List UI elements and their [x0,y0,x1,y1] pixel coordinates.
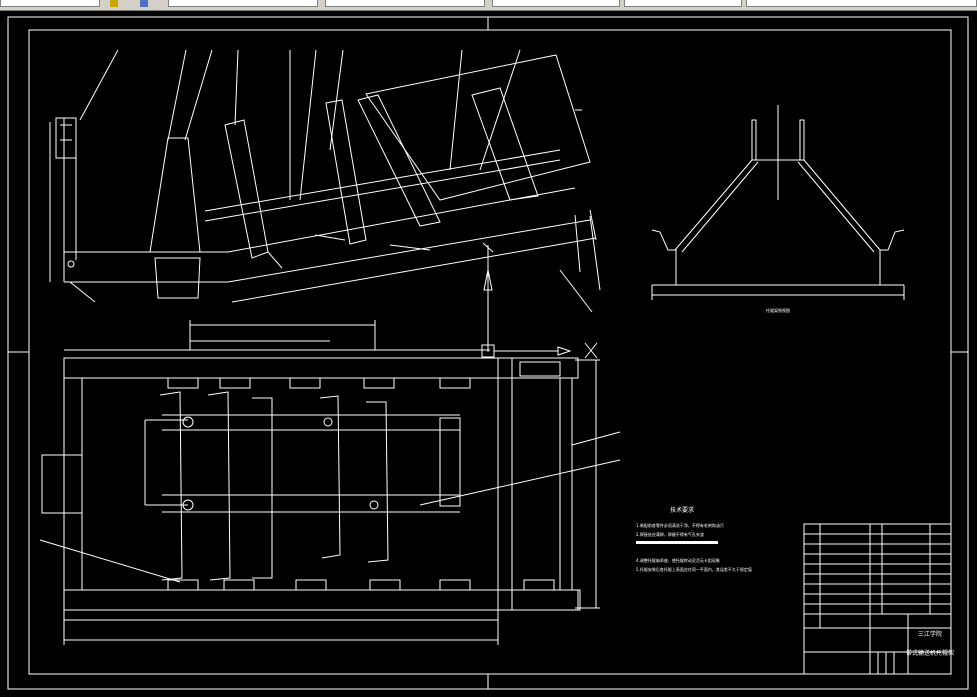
drawing-canvas[interactable]: 托辊架侧视图 [0,11,977,697]
title-block-school: 三江学院 [918,630,942,638]
title-block-title: 带式输送机托辊架 [906,649,954,657]
drawing-frame [7,16,969,690]
toolbar-field-4[interactable] [492,0,620,7]
tech-req-list: 1.装配前各零件必须清洗干净，不得有毛刺和油污 2.焊接处应满焊，焊缝不得有气孔… [636,522,752,572]
toolbar-field-5[interactable] [624,0,742,7]
tech-req-item-4: 4.调整托辊轴承座，使托辊转动灵活无卡阻现象 [636,557,720,563]
tech-req-item-2: 2.焊接处应满焊，焊缝不得有气孔夹渣 [636,531,704,537]
toolbar-field-6[interactable] [746,0,977,7]
tech-req-item-5: 5.托辊安装后各托辊上表面应在同一平面内，其误差不大于规定值 [636,566,752,572]
title-block [803,523,952,675]
toolbar-field-3[interactable] [325,0,485,7]
toolbar-field-1[interactable] [0,0,100,7]
section-caption: 托辊架侧视图 [766,307,790,313]
toolbar-field-2[interactable] [168,0,318,7]
layer-state-icon[interactable] [110,0,118,7]
side-view [49,49,601,352]
section-view [651,105,905,300]
cad-toolbar [0,0,977,11]
tech-req-item-1: 1.装配前各零件必须清洗干净，不得有毛刺和油污 [636,522,724,528]
plan-view [39,320,621,645]
layer-manager-icon[interactable] [140,0,148,7]
tech-req-title: 技术要求 [670,506,694,514]
